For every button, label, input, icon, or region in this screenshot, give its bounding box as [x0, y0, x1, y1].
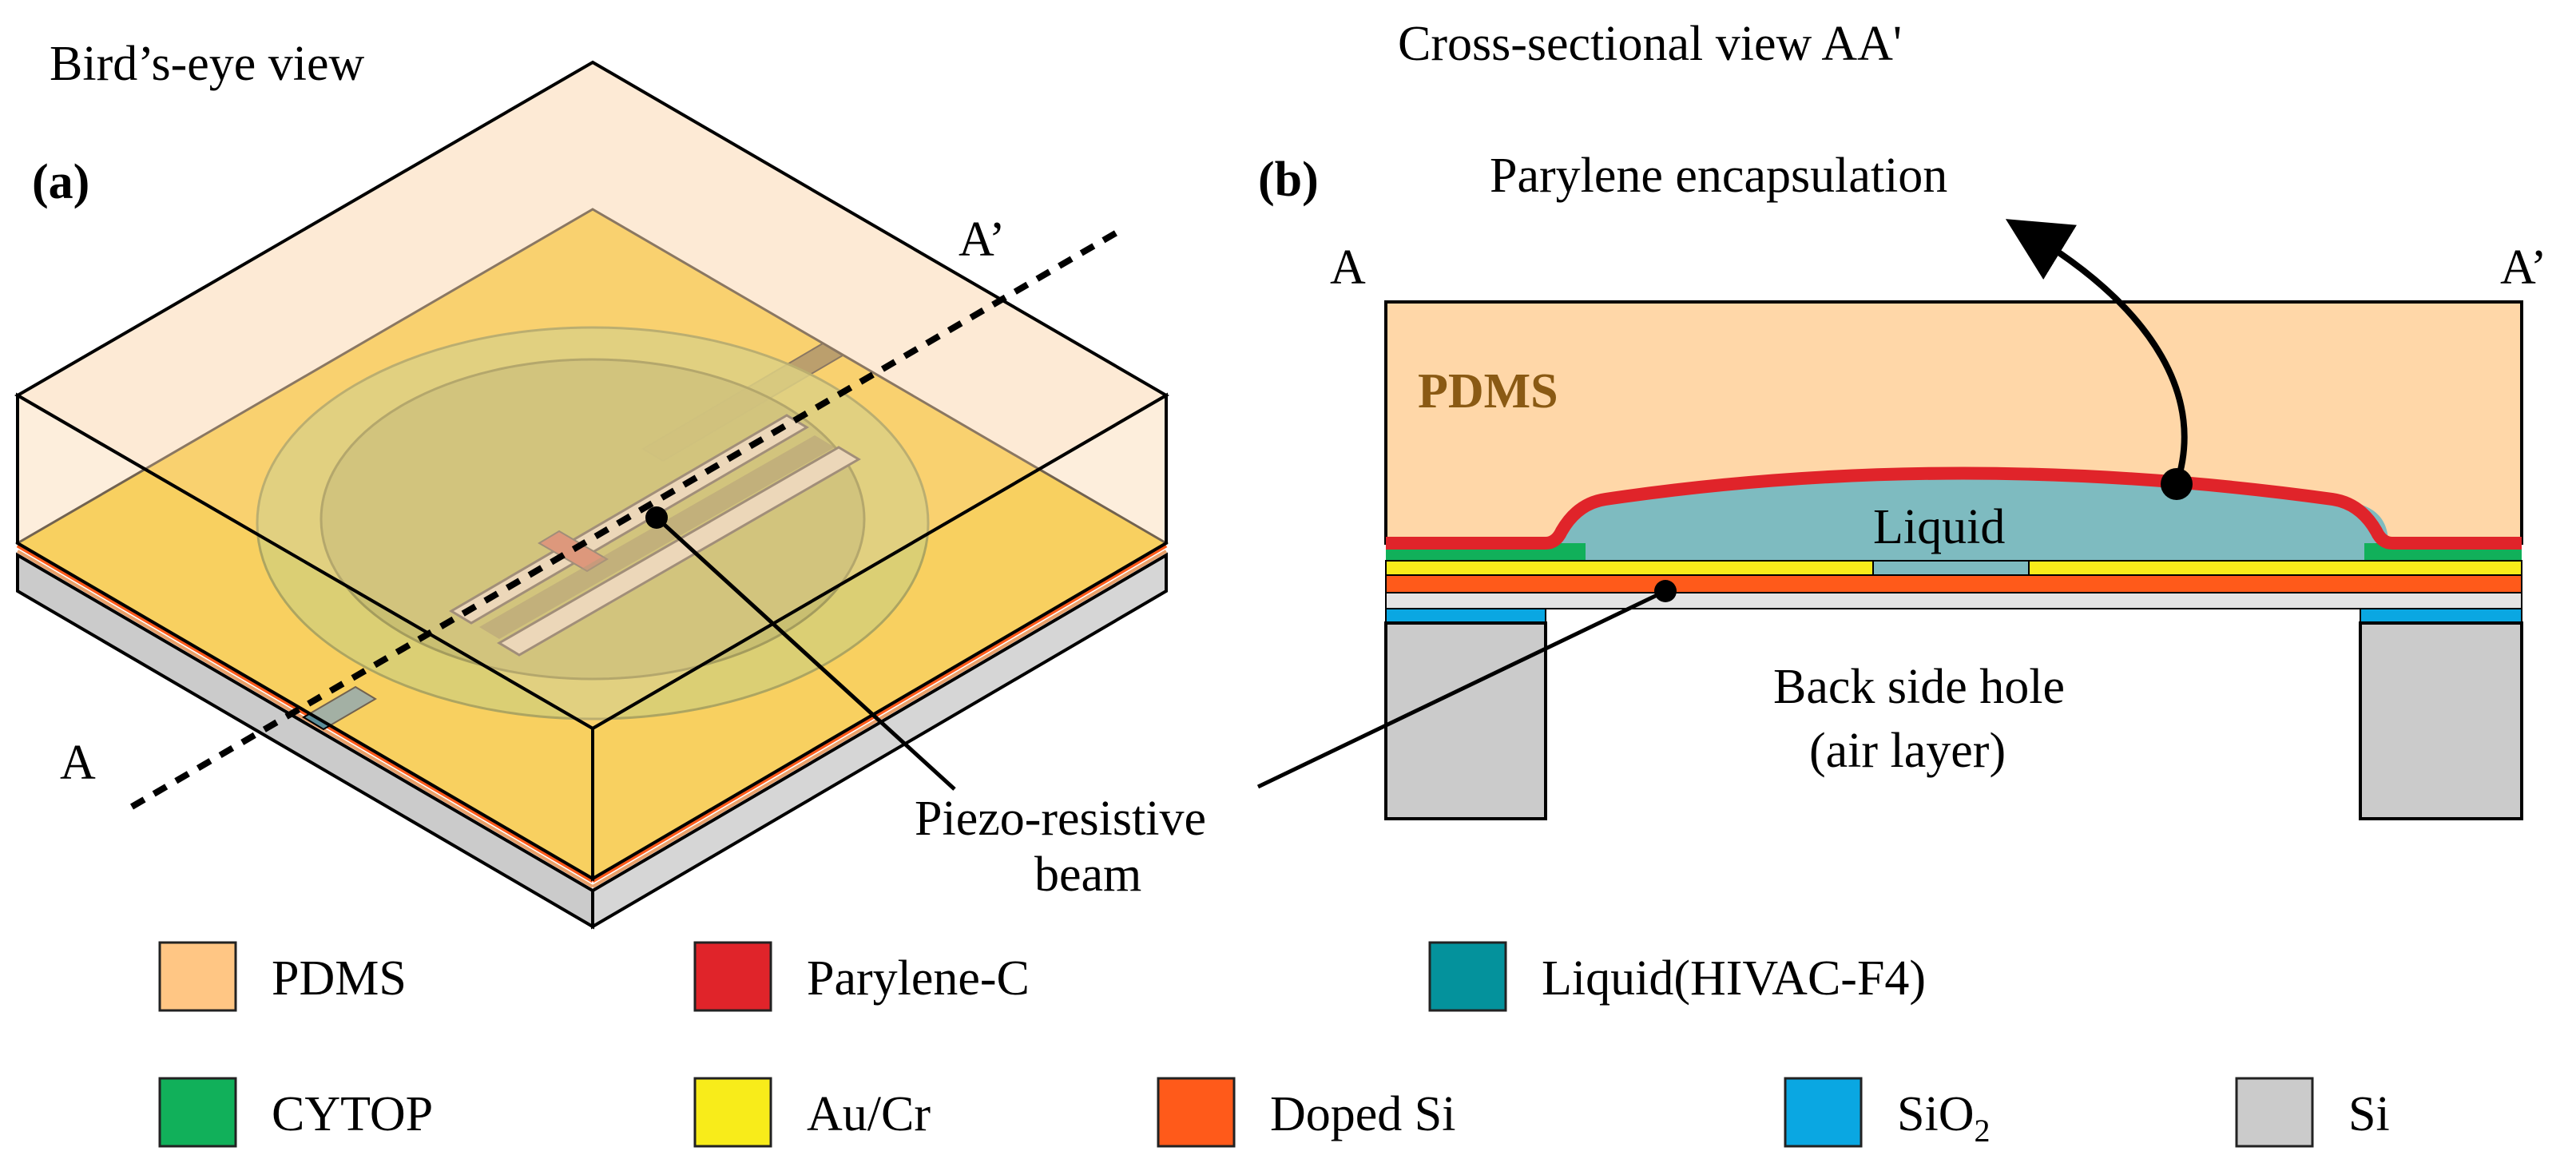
sio2-right — [2360, 608, 2522, 624]
legend: PDMS Parylene-C Liquid(HIVAC-F4) CYTOP Au/Cr… — [158, 941, 2390, 1149]
legend-swatch-1 — [693, 941, 772, 1012]
beam-label-line2: beam — [1034, 847, 1141, 902]
sio2-left — [1385, 608, 1546, 624]
panel-a-heading: Bird’s-eye view — [50, 37, 365, 91]
legend-label-6: SiO2 — [1897, 1087, 1990, 1149]
si-thin-layer — [1385, 592, 2522, 609]
doped-si-edge-right — [591, 543, 1168, 883]
legend-swatch-4 — [693, 1077, 772, 1148]
legend-swatch-5 — [1157, 1077, 1236, 1148]
si-base-right-face — [591, 552, 1168, 930]
encapsulation-label: Parylene encapsulation — [1490, 149, 1947, 203]
panel-a-label: (a) — [32, 155, 89, 209]
legend-swatch-0 — [158, 941, 237, 1012]
legend-swatch-3 — [158, 1077, 237, 1148]
liquid-gap-fill — [1586, 543, 2364, 561]
doped-si-layer — [1385, 574, 2522, 593]
legend-label-1: Parylene-C — [807, 951, 1030, 1006]
panel-b-section-start: A — [1330, 240, 1366, 295]
au-cr-left — [1385, 560, 1874, 576]
doped-si-edge-left — [16, 543, 594, 883]
legend-swatch-6 — [1784, 1077, 1863, 1148]
au-cr-gap — [1872, 560, 2030, 576]
legend-swatch-7 — [2235, 1077, 2314, 1148]
legend-label-5: Doped Si — [1270, 1087, 1456, 1141]
hole-label-line1: Back side hole — [1773, 660, 2065, 714]
legend-swatch-2 — [1428, 941, 1507, 1012]
legend-label-7: Si — [2348, 1087, 2390, 1141]
panel-b-heading: Cross-sectional view AA' — [1398, 17, 1902, 71]
section-line-aa — [129, 228, 1121, 810]
si-support-right — [2359, 621, 2523, 820]
legend-label-2: Liquid(HIVAC-F4) — [1542, 951, 1926, 1006]
liquid-label: Liquid — [1873, 500, 2005, 554]
legend-label-3: CYTOP — [272, 1087, 433, 1141]
panel-a-section-start: A — [60, 736, 96, 790]
panel-a-birds-eye: Bird’s-eye view (a) A A’ — [14, 37, 1206, 930]
hole-label-line2: (air layer) — [1809, 724, 2006, 778]
pdms-box-right — [591, 392, 1168, 882]
panel-a-section-end: A’ — [959, 212, 1006, 267]
legend-label-0: PDMS — [272, 951, 407, 1006]
panel-b-label: (b) — [1258, 153, 1319, 207]
doped-si-callout-line — [1256, 589, 1667, 789]
au-cr-right — [2028, 560, 2522, 576]
panel-b-section-end: A’ — [2500, 240, 2547, 295]
si-support-left — [1384, 621, 1547, 820]
parylene-encapsulation-line — [1386, 466, 2522, 550]
pdms-label: PDMS — [1418, 364, 1558, 419]
panel-b-cross-section: Cross-sectional view AA' (b) A A’ PDMS L… — [1256, 17, 2547, 820]
legend-label-4: Au/Cr — [807, 1087, 931, 1141]
beam-callout-line — [655, 516, 956, 791]
encapsulation-callout-arrow — [2005, 219, 2188, 486]
beam-label-line1: Piezo-resistive — [915, 792, 1206, 846]
